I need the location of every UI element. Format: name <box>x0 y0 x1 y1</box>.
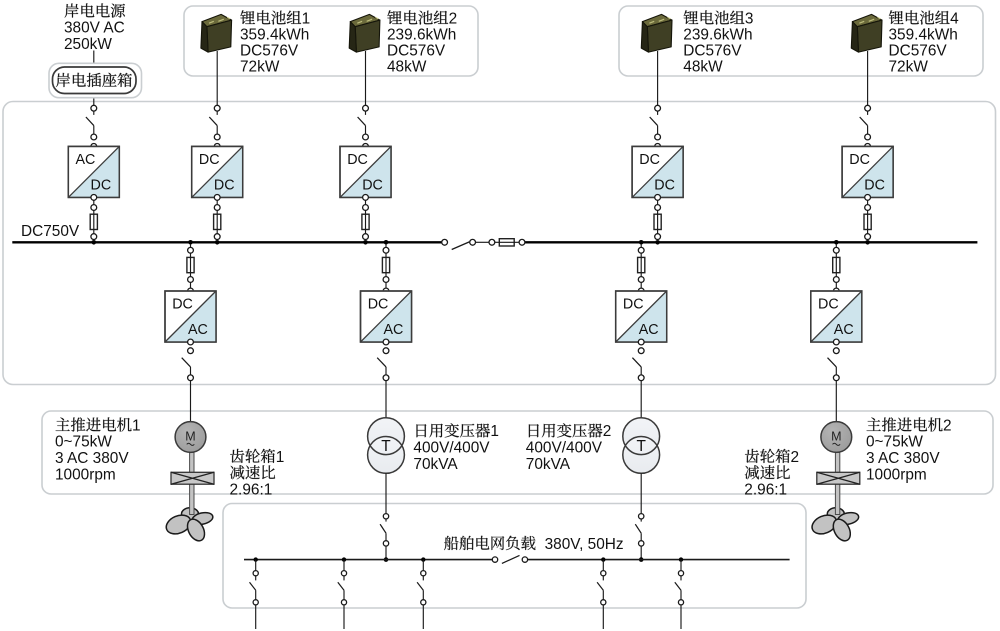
svg-text:359.4kWh: 359.4kWh <box>889 26 958 43</box>
svg-text:3: 3 <box>745 10 754 27</box>
svg-text:DC: DC <box>864 178 885 194</box>
svg-text:0~75kW: 0~75kW <box>866 434 923 451</box>
svg-text:70kVA: 70kVA <box>526 456 571 473</box>
svg-text:70kVA: 70kVA <box>413 456 458 473</box>
svg-text:DC576V: DC576V <box>683 42 742 59</box>
svg-text:400V/400V: 400V/400V <box>526 440 603 457</box>
svg-text:2.96:1: 2.96:1 <box>230 481 273 498</box>
svg-text:380V AC: 380V AC <box>64 20 125 37</box>
svg-text:DC: DC <box>362 178 383 194</box>
svg-text:DC576V: DC576V <box>387 42 446 59</box>
svg-text:DC: DC <box>623 296 644 312</box>
svg-text:48kW: 48kW <box>683 58 723 75</box>
svg-text:239.6kWh: 239.6kWh <box>387 26 456 43</box>
svg-text:DC: DC <box>654 178 675 194</box>
svg-text:T: T <box>636 438 646 455</box>
svg-text:DC: DC <box>172 296 193 312</box>
svg-text:72kW: 72kW <box>889 58 929 75</box>
svg-text:AC: AC <box>834 322 854 338</box>
svg-text:DC: DC <box>347 152 368 168</box>
svg-text:3 AC 380V: 3 AC 380V <box>866 450 940 467</box>
svg-text:2: 2 <box>943 417 952 434</box>
svg-text:4: 4 <box>950 10 959 27</box>
svg-text:2: 2 <box>791 449 800 466</box>
svg-text:DC576V: DC576V <box>889 42 948 59</box>
svg-text:2: 2 <box>603 423 612 440</box>
svg-text:1: 1 <box>302 10 311 27</box>
svg-text:DC: DC <box>91 178 112 194</box>
svg-text:400V/400V: 400V/400V <box>413 440 490 457</box>
svg-text:AC: AC <box>76 152 96 168</box>
svg-text:3 AC 380V: 3 AC 380V <box>55 450 129 467</box>
svg-text:72kW: 72kW <box>240 58 280 75</box>
svg-text:250kW: 250kW <box>64 36 112 53</box>
svg-text:T: T <box>381 438 391 455</box>
svg-text:DC: DC <box>199 152 220 168</box>
svg-text:1: 1 <box>490 423 499 440</box>
svg-text:2: 2 <box>449 10 458 27</box>
svg-text:48kW: 48kW <box>387 58 427 75</box>
svg-text:239.6kWh: 239.6kWh <box>683 26 752 43</box>
svg-text:DC: DC <box>214 178 235 194</box>
svg-text:380V, 50Hz: 380V, 50Hz <box>545 536 624 553</box>
svg-text:AC: AC <box>384 322 404 338</box>
svg-text:1000rpm: 1000rpm <box>55 466 116 483</box>
svg-text:DC576V: DC576V <box>240 42 299 59</box>
svg-text:359.4kWh: 359.4kWh <box>240 26 309 43</box>
svg-text:AC: AC <box>188 322 208 338</box>
svg-text:DC: DC <box>849 152 870 168</box>
svg-text:DC: DC <box>639 152 660 168</box>
svg-text:1: 1 <box>132 417 141 434</box>
svg-text:1: 1 <box>276 449 285 466</box>
svg-text:1000rpm: 1000rpm <box>866 466 927 483</box>
svg-text:DC: DC <box>818 296 839 312</box>
svg-text:0~75kW: 0~75kW <box>55 434 112 451</box>
svg-text:M: M <box>831 430 841 444</box>
svg-text:M: M <box>185 430 195 444</box>
svg-text:AC: AC <box>639 322 659 338</box>
svg-text:2.96:1: 2.96:1 <box>744 481 787 498</box>
svg-text:DC: DC <box>368 296 389 312</box>
svg-text:DC750V: DC750V <box>21 223 80 240</box>
